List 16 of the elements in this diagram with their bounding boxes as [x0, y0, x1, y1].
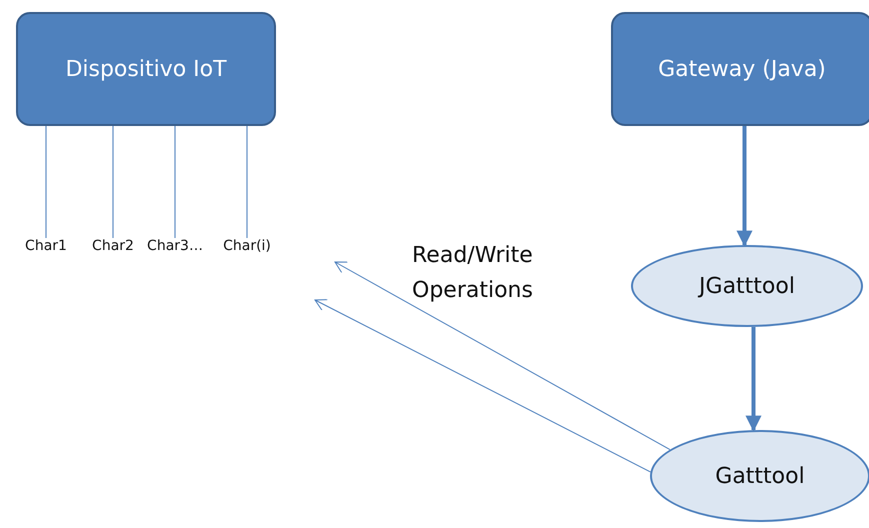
process-ellipse: Gatttool: [650, 430, 869, 522]
connector-line: [246, 126, 248, 238]
process-ellipse: JGatttool: [631, 245, 863, 327]
arrow: [334, 262, 670, 450]
connector-line: [174, 126, 176, 238]
connector-line: [112, 126, 114, 238]
characteristic-label: Char1: [16, 238, 76, 260]
characteristic-label: Char3…: [140, 238, 210, 260]
operations-label: Read/Write Operations: [412, 242, 534, 306]
arrow: [314, 299, 651, 472]
process-box: Gateway (Java): [611, 12, 869, 126]
characteristic-label: Char2: [83, 238, 143, 260]
arrow: [736, 126, 752, 247]
arrow: [746, 327, 762, 432]
characteristic-label: Char(i): [217, 238, 277, 260]
process-box: Dispositivo IoT: [16, 12, 276, 126]
